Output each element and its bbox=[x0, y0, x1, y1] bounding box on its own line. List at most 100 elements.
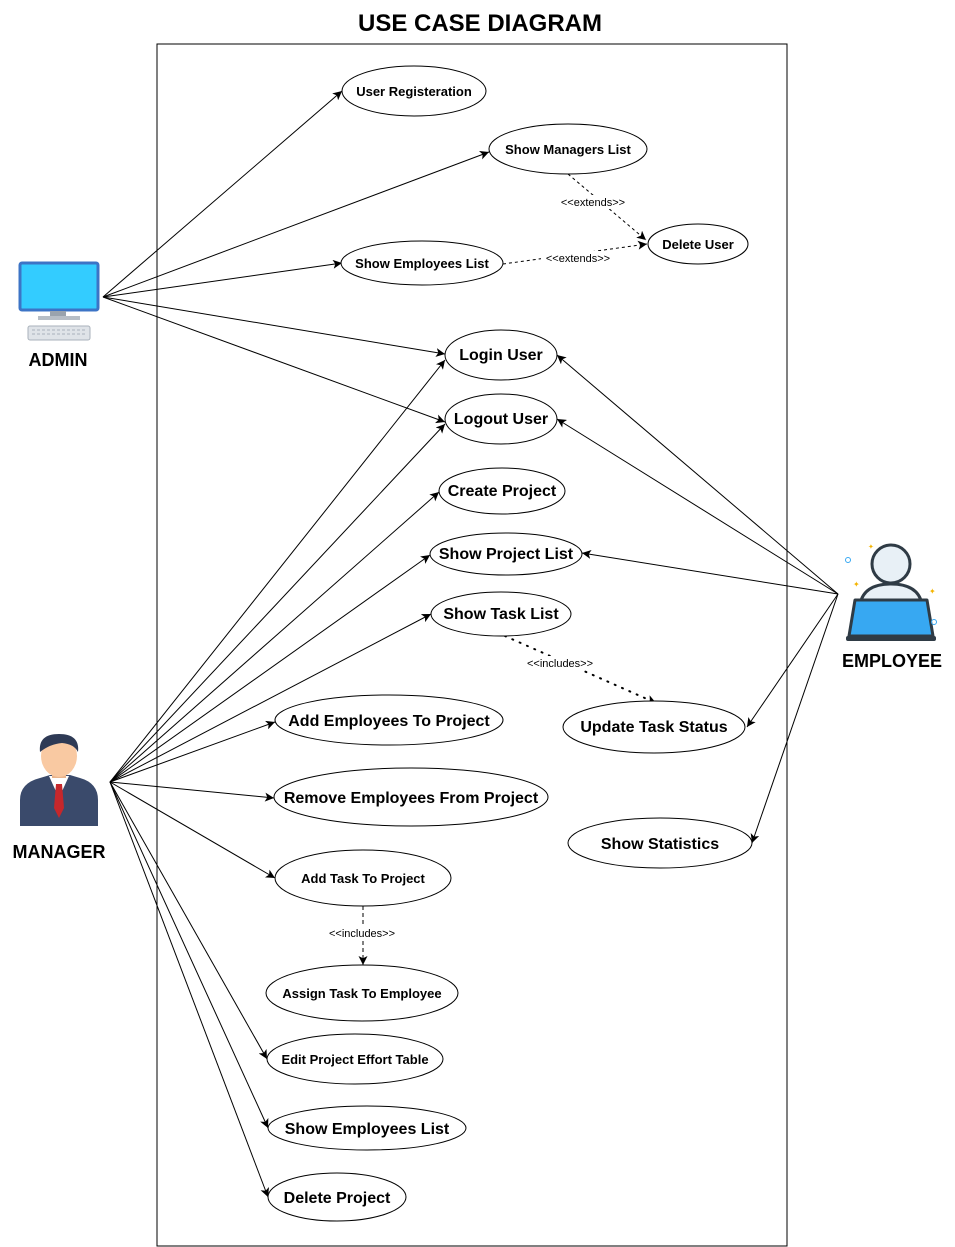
association-line-manager bbox=[109, 781, 276, 879]
employee-head bbox=[870, 543, 912, 585]
label-bg bbox=[556, 195, 630, 209]
use-case-delete-project[interactable]: Delete Project bbox=[267, 1172, 407, 1222]
association-line-admin bbox=[102, 150, 490, 298]
actor-label-employee: EMPLOYEE bbox=[842, 651, 942, 671]
includes-label: <<includes>> bbox=[329, 928, 395, 940]
association-line-manager bbox=[109, 781, 268, 1060]
extends-label: <<extends>> bbox=[561, 197, 625, 209]
use-case-ellipse bbox=[430, 591, 572, 637]
use-case-label: Show Employees List bbox=[355, 256, 489, 271]
use-case-update-task-status[interactable]: Update Task Status bbox=[562, 700, 746, 754]
includes-label: <<includes>> bbox=[527, 658, 593, 670]
association-line-employee bbox=[581, 549, 839, 595]
sparkle-icon: ✦ bbox=[868, 543, 874, 551]
use-case-label: Add Task To Project bbox=[301, 871, 425, 886]
association-line-admin bbox=[102, 296, 446, 424]
monitor-base bbox=[38, 316, 80, 320]
use-case-add-task-to-project[interactable]: Add Task To Project bbox=[274, 849, 452, 907]
association-line-employee bbox=[746, 593, 839, 728]
use-case-label: Edit Project Effort Table bbox=[281, 1052, 428, 1067]
use-case-ellipse bbox=[340, 240, 504, 286]
label-bg bbox=[541, 251, 615, 265]
sparkle-icon: ✦ bbox=[929, 587, 936, 596]
use-case-label: Create Project bbox=[448, 483, 557, 500]
actor-employee[interactable]: ✦ ✦ ✦ EMPLOYEE bbox=[842, 543, 942, 671]
use-case-edit-project-effort-table[interactable]: Edit Project Effort Table bbox=[266, 1033, 444, 1085]
use-case-label: Show Statistics bbox=[601, 836, 719, 853]
laptop-base bbox=[846, 636, 936, 641]
use-case-ellipse bbox=[267, 1172, 407, 1222]
use-case-label: Delete User bbox=[662, 237, 734, 252]
use-case-ellipse bbox=[488, 123, 648, 175]
use-case-show-employees-list-manager[interactable]: Show Employees List bbox=[267, 1105, 467, 1151]
association-line-manager bbox=[109, 491, 440, 783]
use-case-ellipse bbox=[341, 65, 487, 117]
diagram-title: USE CASE DIAGRAM bbox=[358, 10, 602, 37]
manager-tie bbox=[54, 784, 64, 818]
use-case-ellipse bbox=[274, 694, 504, 746]
use-case-ellipse bbox=[267, 1105, 467, 1151]
use-case-label: Show Employees List bbox=[285, 1121, 450, 1138]
businessman-icon bbox=[20, 734, 98, 826]
use-case-label: Remove Employees From Project bbox=[284, 790, 539, 807]
actor-admin[interactable]: ADMIN bbox=[18, 261, 100, 370]
use-case-ellipse bbox=[429, 532, 583, 576]
use-case-ellipse bbox=[265, 964, 459, 1022]
use-case-show-employees-list-admin[interactable]: Show Employees List bbox=[340, 240, 504, 286]
keyboard-icon bbox=[27, 325, 91, 341]
use-case-ellipse bbox=[647, 223, 749, 265]
association-line-employee bbox=[750, 593, 839, 844]
sparkle-icon bbox=[931, 619, 937, 625]
use-case-show-project-list[interactable]: Show Project List bbox=[429, 532, 583, 576]
use-case-label: Show Managers List bbox=[505, 142, 631, 157]
association-line-employee bbox=[556, 418, 839, 595]
use-case-show-managers-list[interactable]: Show Managers List bbox=[488, 123, 648, 175]
use-case-label: Logout User bbox=[454, 411, 548, 428]
association-line-admin bbox=[102, 296, 446, 357]
extends-label: <<extends>> bbox=[546, 253, 610, 265]
sparkle-icon: ✦ bbox=[853, 580, 860, 589]
use-case-login-user[interactable]: Login User bbox=[444, 329, 558, 381]
association-line-manager bbox=[109, 781, 275, 802]
use-case-label: Update Task Status bbox=[580, 719, 727, 736]
extends-arrow-managers bbox=[567, 173, 647, 241]
use-case-ellipse bbox=[273, 767, 549, 827]
association-line-manager bbox=[109, 781, 270, 1198]
association-line-employee bbox=[556, 354, 839, 595]
system-boundary bbox=[156, 43, 788, 1247]
sparkle-icon bbox=[845, 557, 851, 563]
use-case-label: Add Employees To Project bbox=[288, 713, 490, 730]
use-case-ellipse bbox=[444, 393, 558, 445]
computer-monitor-icon bbox=[18, 261, 100, 341]
use-case-ellipse bbox=[567, 817, 753, 869]
association-lines bbox=[102, 90, 839, 1198]
use-case-label: Show Project List bbox=[439, 546, 574, 563]
use-case-logout-user[interactable]: Logout User bbox=[444, 393, 558, 445]
use-case-show-task-list[interactable]: Show Task List bbox=[430, 591, 572, 637]
dependency-labels: <<extends>> <<extends>> <<includes>> <<i… bbox=[323, 195, 630, 940]
use-case-create-project[interactable]: Create Project bbox=[438, 467, 566, 515]
association-line-admin bbox=[102, 90, 343, 298]
use-case-ellipse bbox=[562, 700, 746, 754]
association-line-manager bbox=[109, 613, 432, 783]
use-case-user-registeration[interactable]: User Registeration bbox=[341, 65, 487, 117]
monitor-screen bbox=[18, 261, 100, 312]
use-case-ellipse bbox=[266, 1033, 444, 1085]
use-case-add-employees-to-project[interactable]: Add Employees To Project bbox=[274, 694, 504, 746]
use-case-label: Assign Task To Employee bbox=[282, 986, 441, 1001]
association-line-manager bbox=[109, 720, 276, 783]
use-case-assign-task-to-employee[interactable]: Assign Task To Employee bbox=[265, 964, 459, 1022]
monitor-stand bbox=[50, 311, 66, 317]
actor-manager[interactable]: MANAGER bbox=[13, 734, 106, 862]
use-case-delete-user[interactable]: Delete User bbox=[647, 223, 749, 265]
association-line-manager bbox=[109, 359, 446, 783]
association-line-manager bbox=[109, 423, 446, 783]
laptop-icon bbox=[847, 598, 935, 638]
association-line-admin bbox=[102, 259, 343, 298]
use-case-show-statistics[interactable]: Show Statistics bbox=[567, 817, 753, 869]
use-case-ellipse bbox=[274, 849, 452, 907]
association-line-manager bbox=[109, 554, 431, 783]
use-case-remove-employees-from-project[interactable]: Remove Employees From Project bbox=[273, 767, 549, 827]
actor-label-admin: ADMIN bbox=[29, 350, 88, 370]
